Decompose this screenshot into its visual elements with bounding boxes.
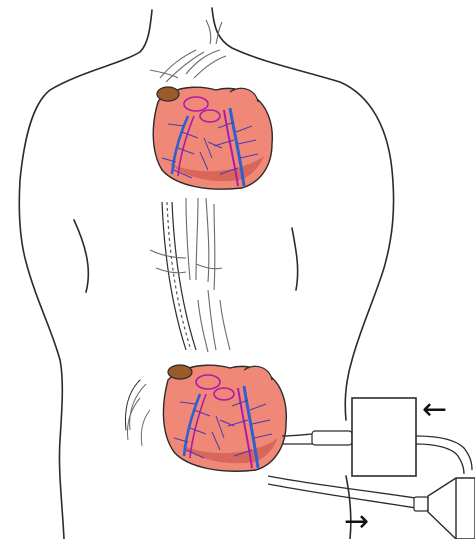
torso-right-contour	[212, 8, 394, 420]
heart-upper-aorta	[157, 87, 179, 101]
right-arm-inner	[292, 228, 298, 290]
left-arm-inner	[74, 220, 88, 292]
heart-lower-aorta	[168, 365, 192, 379]
heart-upper	[153, 87, 272, 189]
heart-lower	[163, 365, 286, 471]
tube-right-upper-2	[416, 444, 464, 474]
reservoir	[428, 478, 475, 539]
tube-right-upper	[416, 436, 472, 470]
graft-tube-middle	[162, 202, 196, 350]
pump-box	[352, 398, 416, 476]
arrow-left: ←	[422, 392, 447, 427]
arrow-right: →	[344, 504, 369, 539]
neck-vessels	[150, 20, 226, 82]
upper-connector	[312, 431, 352, 445]
lower-connector	[414, 497, 428, 511]
torso-left-contour	[19, 10, 152, 539]
